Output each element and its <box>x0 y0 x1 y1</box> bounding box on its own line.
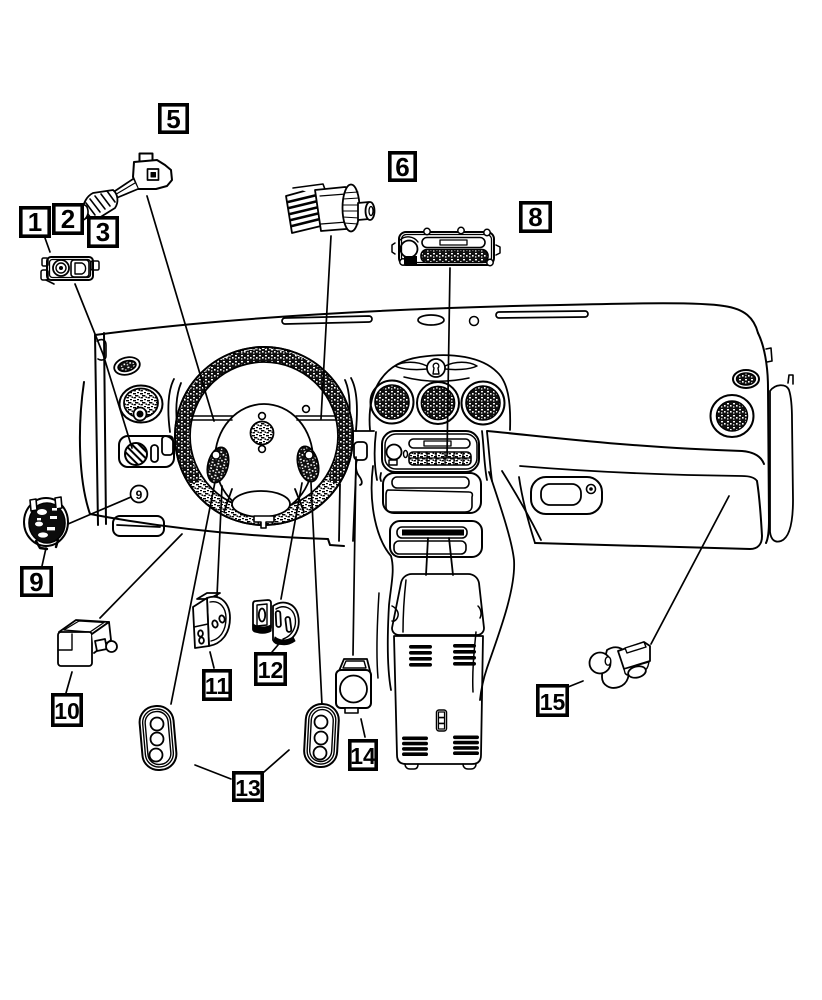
svg-text:15: 15 <box>540 689 566 715</box>
svg-text:11: 11 <box>205 673 230 699</box>
svg-text:2: 2 <box>61 204 75 234</box>
svg-text:13: 13 <box>235 775 261 801</box>
svg-text:5: 5 <box>166 104 180 134</box>
svg-text:3: 3 <box>96 217 110 247</box>
svg-text:1: 1 <box>28 207 42 237</box>
svg-text:6: 6 <box>395 152 409 182</box>
svg-text:8: 8 <box>528 202 542 232</box>
svg-text:10: 10 <box>54 698 80 724</box>
svg-text:14: 14 <box>350 743 376 769</box>
svg-text:12: 12 <box>258 657 284 683</box>
svg-text:9: 9 <box>136 488 143 502</box>
svg-text:9: 9 <box>29 567 43 597</box>
